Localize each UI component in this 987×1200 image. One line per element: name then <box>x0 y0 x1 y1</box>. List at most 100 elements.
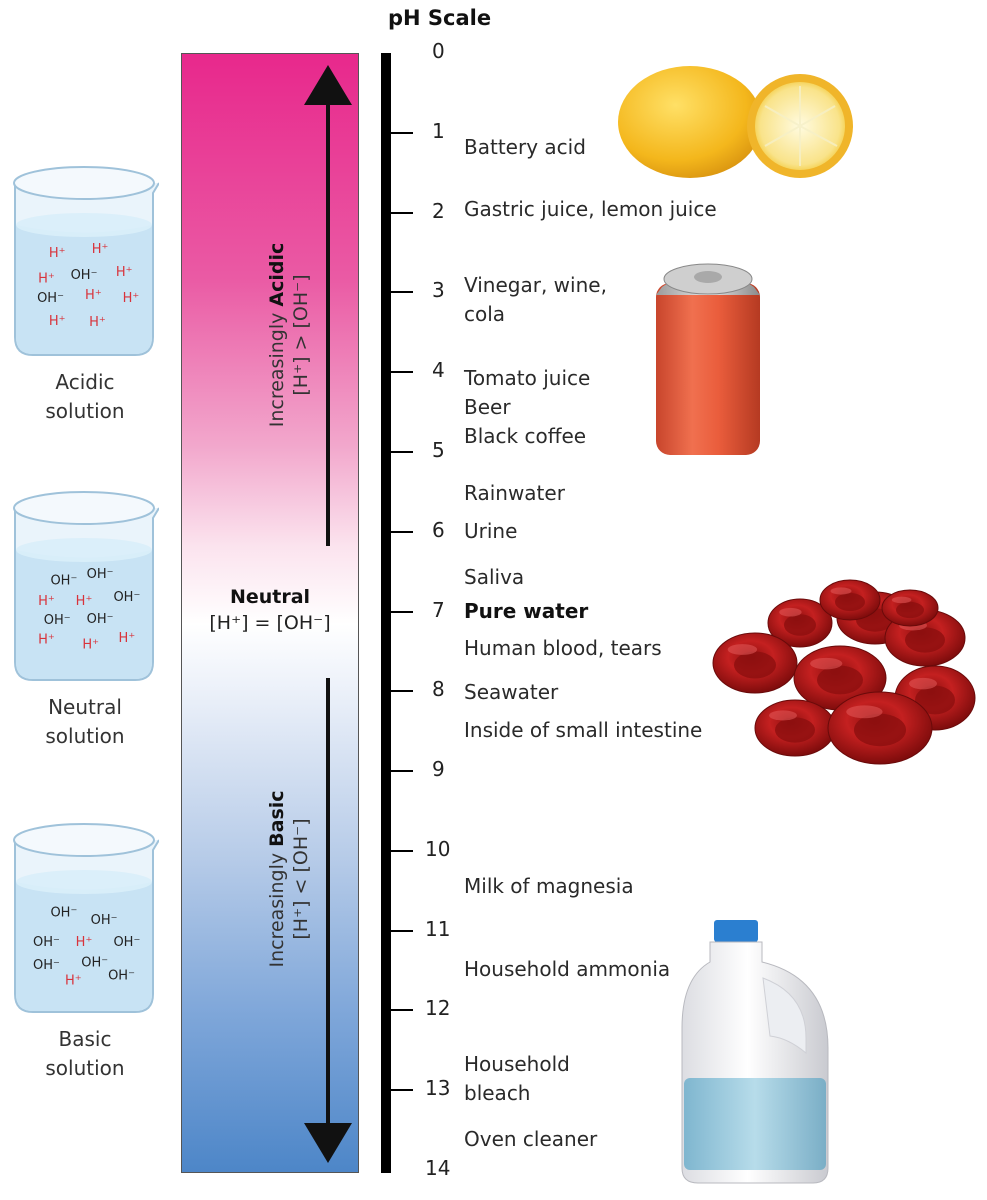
acidic-label: Increasingly Acidic [H⁺] > [OH⁻] <box>266 242 312 428</box>
hydrogen-ion: H⁺ <box>49 246 66 261</box>
tick-label-4: 4 <box>432 358 445 383</box>
tick-label-0: 0 <box>432 39 445 63</box>
hydroxide-ion: OH⁻ <box>44 613 71 628</box>
basic-label: Increasingly Basic [H⁺] < [OH⁻] <box>266 790 312 968</box>
substance-label: Gastric juice, lemon juice <box>464 195 717 224</box>
beaker-label-line: solution <box>45 1056 125 1080</box>
tick-mark <box>391 929 413 932</box>
hydrogen-ion: H⁺ <box>92 242 109 257</box>
tick-mark <box>391 610 413 613</box>
tick-label-11: 11 <box>425 916 451 941</box>
substance-line: bleach <box>464 1081 531 1105</box>
tick-label-9: 9 <box>432 757 445 782</box>
hydroxide-ion: OH⁻ <box>71 268 98 283</box>
substance-label: Human blood, tears <box>464 634 662 663</box>
tick-label-10: 10 <box>425 836 451 861</box>
substance-line: Human blood, tears <box>464 636 662 660</box>
hydroxide-ion: OH⁻ <box>113 935 140 950</box>
scale-title: pH Scale <box>388 6 492 30</box>
neutral-heading: Neutral <box>229 586 311 608</box>
tick-label-5: 5 <box>432 437 445 462</box>
hydrogen-ion: H⁺ <box>65 973 82 988</box>
substance-label: Pure water <box>464 597 588 626</box>
hydrogen-ion: H⁺ <box>38 594 55 609</box>
substance-label: Saliva <box>464 563 524 592</box>
tick-label-2: 2 <box>432 198 445 223</box>
lemon-icon <box>618 66 853 178</box>
hydroxide-ion: OH⁻ <box>108 968 135 983</box>
beaker-label: Acidic solution <box>5 368 165 426</box>
tick-label-7: 7 <box>432 597 445 622</box>
blood-cell <box>767 598 833 648</box>
substance-line: Tomato juice <box>464 366 591 390</box>
tick-mark <box>391 450 413 453</box>
tick-mark <box>391 1009 413 1012</box>
substance-line: Urine <box>464 519 518 543</box>
beaker-icon: OH⁻OH⁻H⁺H⁺OH⁻OH⁻OH⁻H⁺H⁺H⁺ <box>13 491 159 681</box>
hydrogen-ion: H⁺ <box>116 265 133 280</box>
beaker-label-line: solution <box>45 399 125 423</box>
substance-label: Vinegar, wine, cola <box>464 271 607 329</box>
substance-line: cola <box>464 302 506 326</box>
blood-cell <box>881 589 939 627</box>
tick-mark <box>391 849 413 852</box>
tick-mark <box>391 211 413 214</box>
hydrogen-ion: H⁺ <box>119 631 136 646</box>
hydroxide-ion: OH⁻ <box>87 567 114 582</box>
substance-line: Black coffee <box>464 424 587 448</box>
hydroxide-ion: OH⁻ <box>50 574 77 589</box>
tick-mark <box>391 1089 413 1092</box>
substance-line: Household ammonia <box>464 957 671 981</box>
tick-mark <box>391 530 413 533</box>
blood-cell <box>712 632 798 694</box>
hydrogen-ion: H⁺ <box>49 314 66 329</box>
beaker-label-line: Acidic <box>55 370 115 394</box>
substance-line: Milk of magnesia <box>464 874 634 898</box>
hydrogen-ion: H⁺ <box>89 315 106 330</box>
tick-label-14: 14 <box>425 1156 451 1180</box>
soda-can-icon <box>656 263 760 455</box>
red-blood-cells-icon <box>712 579 976 765</box>
tick-label-3: 3 <box>432 278 445 303</box>
substance-line: Saliva <box>464 565 525 589</box>
substance-label: Household ammonia <box>464 955 670 984</box>
hydrogen-ion: H⁺ <box>76 594 93 609</box>
hydrogen-ion: H⁺ <box>123 291 140 306</box>
hydroxide-ion: OH⁻ <box>33 958 60 973</box>
tick-label-12: 12 <box>425 996 451 1021</box>
hydrogen-ion: H⁺ <box>76 935 93 950</box>
hydrogen-ion: H⁺ <box>38 272 55 287</box>
hydroxide-ion: OH⁻ <box>87 612 114 627</box>
beaker-label-line: solution <box>45 724 125 748</box>
tick-label-13: 13 <box>425 1076 451 1101</box>
blood-cell <box>754 699 836 757</box>
substance-label: Inside of small intestine <box>464 716 702 745</box>
beaker-label-line: Neutral <box>48 695 122 719</box>
beaker-label-line: Basic <box>58 1027 112 1051</box>
bleach-bottle-icon <box>681 920 829 1184</box>
substance-line: Pure water <box>464 599 589 623</box>
hydrogen-ion: H⁺ <box>82 638 99 653</box>
neutral-formula: [H⁺] = [OH⁻] <box>209 612 331 634</box>
blood-cell <box>819 579 881 621</box>
substance-label: Rainwater <box>464 479 565 508</box>
hydroxide-ion: OH⁻ <box>50 906 77 921</box>
tick-label-8: 8 <box>432 677 445 702</box>
hydroxide-ion: OH⁻ <box>81 955 108 970</box>
substance-line: Beer <box>464 395 511 419</box>
neutral-label: Neutral [H⁺] = [OH⁻] <box>181 584 359 636</box>
substance-line: Rainwater <box>464 481 565 505</box>
beaker-icon: H⁺H⁺H⁺OH⁻H⁺OH⁻H⁺H⁺H⁺H⁺ <box>13 166 159 356</box>
substance-line: Vinegar, wine, <box>464 273 607 297</box>
substance-label: Urine <box>464 517 517 546</box>
hydroxide-ion: OH⁻ <box>37 291 64 306</box>
beaker-label: Basic solution <box>5 1025 165 1083</box>
beaker-label: Neutral solution <box>5 693 165 751</box>
tick-mark <box>391 371 413 374</box>
hydroxide-ion: OH⁻ <box>113 590 140 605</box>
tick-mark <box>391 131 413 134</box>
substance-line: Oven cleaner <box>464 1127 598 1151</box>
tick-label-6: 6 <box>432 517 445 542</box>
